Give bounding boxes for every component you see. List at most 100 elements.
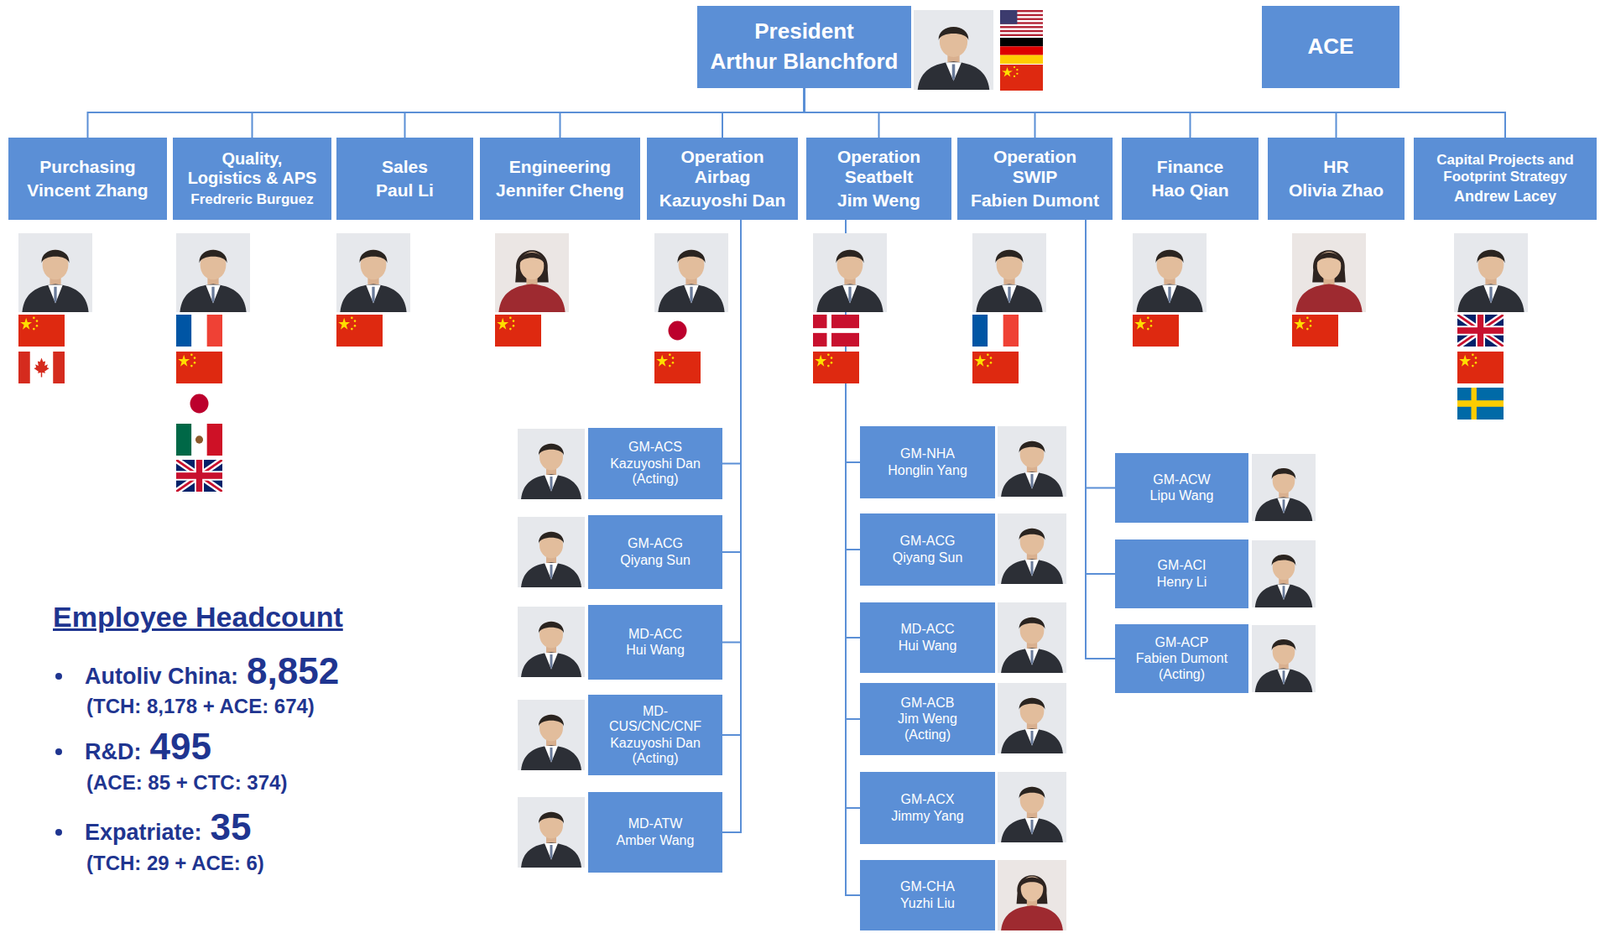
person-name: Hui Wang (625, 642, 685, 658)
flag (176, 387, 223, 420)
person-name: Hui Wang (898, 638, 958, 654)
org-box: SalesPaul Li (336, 137, 474, 220)
person-name: Kazuyoshi Dan (659, 190, 787, 211)
role-title: GM-ACI (1157, 557, 1207, 574)
flag (176, 459, 223, 492)
connector-line (1085, 219, 1116, 574)
person-name: Fabien Dumont (970, 190, 1100, 211)
role-title: Sales (381, 156, 428, 178)
person-name: Jimmy Yang (891, 808, 965, 824)
org-box: GM-ACBJim Weng (Acting) (859, 682, 996, 756)
org-box: MD-ACCHui Wang (859, 602, 996, 673)
connector-line (1085, 219, 1116, 659)
flag (1132, 314, 1179, 347)
role-title: MD-CUS/CNC/CNF (600, 703, 710, 735)
person-name: Yuzhi Liu (900, 896, 955, 912)
role-title: Capital Projects and Footprint Strategy (1417, 151, 1594, 185)
person-name: Qiyang Sun (892, 550, 964, 566)
role-title: Engineering (509, 156, 611, 178)
person-name: Kazuyoshi Dan (Acting) (603, 735, 709, 767)
flag (176, 314, 223, 347)
connector-line (804, 88, 1507, 138)
person-name: Honglin Yang (887, 463, 968, 479)
org-box: ACE (1261, 5, 1400, 89)
portrait (813, 233, 887, 313)
flag (654, 351, 701, 384)
org-box: GM-ACIHenry Li (1115, 539, 1249, 609)
label-row: Employee Headcount (52, 602, 344, 631)
connector-line (1085, 219, 1116, 489)
role-title: MD-ATW (628, 816, 683, 832)
portrait (913, 10, 994, 90)
role-title: Purchasing (39, 156, 136, 178)
org-box: FinanceHao Qian (1121, 137, 1259, 220)
flag (813, 314, 860, 347)
org-box: GM-ACPFabien Dumont (Acting) (1115, 624, 1249, 694)
flag (1000, 10, 1043, 37)
portrait (1251, 540, 1316, 608)
headcount-text: 495 (150, 728, 212, 766)
flag (1000, 37, 1043, 64)
org-box: PresidentArthur Blanchford (697, 5, 912, 89)
flag (654, 314, 701, 347)
portrait (997, 859, 1067, 931)
role-title: GM-NHA (900, 446, 955, 462)
portrait (336, 233, 411, 313)
org-box: EngineeringJennifer Cheng (479, 137, 641, 220)
flag (336, 314, 383, 347)
connector-line (88, 88, 805, 138)
person-name: Lipu Wang (1150, 488, 1215, 504)
portrait (517, 797, 585, 868)
role-title: GM-ACG (627, 536, 683, 552)
portrait (176, 233, 251, 313)
person-name: Fredreric Burguez (190, 191, 313, 209)
label-row: (TCH: 8,178 + ACE: 674) (86, 696, 315, 717)
portrait (654, 233, 729, 313)
org-box: GM-ACWLipu Wang (1115, 453, 1249, 523)
flag (18, 314, 65, 347)
headcount-text: (TCH: 29 + ACE: 6) (86, 853, 265, 874)
label-row: Expatriate:35 (84, 808, 252, 846)
role-title: HR (1323, 156, 1349, 178)
role-title: GM-ACS (628, 439, 683, 455)
person-name: Arthur Blanchford (710, 49, 899, 75)
manager-portraits (517, 426, 1316, 931)
org-box: GM-ACGQiyang Sun (859, 513, 996, 586)
bullets (55, 672, 63, 836)
bullet-dot (55, 748, 63, 756)
role-title: GM-ACP (1155, 635, 1210, 651)
org-box: HROlivia Zhao (1267, 137, 1405, 220)
flag (176, 351, 223, 384)
headcount-text: Autoliv China: (84, 665, 239, 688)
flag (1457, 387, 1504, 420)
portrait (997, 602, 1067, 673)
portrait (517, 699, 585, 771)
bullet-dot (55, 672, 63, 680)
portrait (1292, 233, 1366, 313)
label-row: Autoliv China:8,852 (84, 652, 339, 690)
portrait (1251, 453, 1316, 522)
portrait (517, 606, 585, 678)
label-row: R&D:495 (84, 728, 212, 766)
person-name: Amber Wang (616, 833, 695, 849)
org-box: MD-ACCHui Wang (588, 604, 723, 680)
org-box: Quality, Logistics & APS Fredreric Burgue… (172, 137, 332, 220)
person-name: Vincent Zhang (26, 180, 148, 201)
president-portrait (913, 10, 1043, 91)
portrait (1454, 233, 1528, 313)
org-box: GM-ACXJimmy Yang (859, 771, 996, 845)
org-box: Operation SWIPFabien Dumont (957, 137, 1113, 220)
bullet-dot (55, 828, 63, 836)
portrait (18, 233, 93, 313)
flag (1457, 314, 1504, 347)
person-name: Paul Li (375, 180, 434, 201)
role-title: Quality, Logistics & APS (185, 149, 320, 188)
org-box: GM-ACGQiyang Sun (588, 515, 723, 589)
portrait (517, 516, 585, 588)
headcount-text: (ACE: 85 + CTC: 374) (86, 772, 287, 793)
flag (1292, 314, 1339, 347)
person-name: Olivia Zhao (1288, 180, 1384, 201)
role-title: GM-ACB (901, 695, 955, 711)
role-title: Operation Airbag (659, 146, 786, 188)
